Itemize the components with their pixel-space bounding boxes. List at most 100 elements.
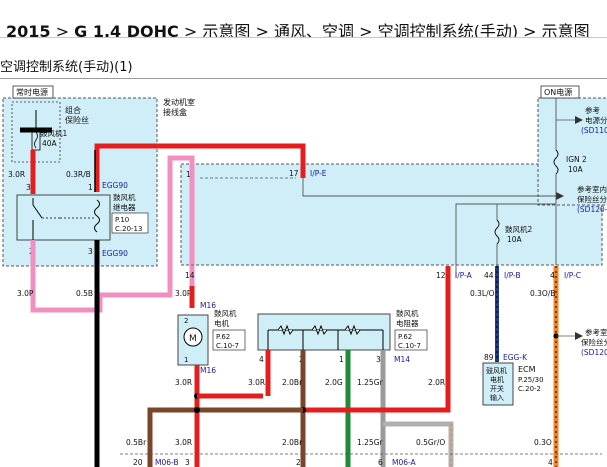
motor-symbol: M — [189, 334, 197, 344]
arrow-to-indoor-fuse — [556, 192, 564, 200]
crumb-schematic[interactable]: 示意图 — [202, 22, 251, 38]
connector-m14: M14 — [394, 355, 410, 364]
relay-name-2: 继电器 — [113, 202, 136, 212]
combo-fuse-label-2: 保险丝 — [65, 115, 89, 125]
combo-fuse-frame — [11, 101, 61, 163]
ecm-conn: C.20-2 — [518, 385, 541, 393]
resistor-conn: C.10-7 — [398, 342, 421, 350]
crumb-year[interactable]: 2015 — [6, 22, 51, 38]
wire-label-0-3rb: 0.3R/B — [66, 170, 91, 179]
pin-3d: 3 — [376, 355, 381, 364]
motor-page: P.62 — [216, 333, 230, 341]
engine-box-label-1: 发动机室 — [163, 97, 195, 107]
motor-name-2: 电机 — [214, 318, 229, 328]
power-on-label: ON电源 — [544, 87, 572, 97]
power-on-tag — [540, 85, 580, 99]
relay-name-1: 鼓风机 — [113, 192, 136, 202]
relay-coil-icon — [94, 199, 100, 233]
motor-conn: C.10-7 — [216, 342, 239, 350]
wire-label-3-0r-a: 3.0R — [8, 170, 25, 179]
ref-power-1: 参考 — [585, 105, 600, 115]
pin-3a: 3 — [26, 183, 31, 192]
relay-switch-icon — [32, 204, 43, 219]
wire-label-2-0br-b: 2.0Br — [282, 438, 303, 447]
blower-motor — [177, 314, 209, 366]
crumb-sep: > — [359, 22, 373, 38]
fuse1-symbol — [31, 129, 41, 151]
pin-89: 89 — [484, 353, 494, 362]
resistor-element-3 — [344, 324, 361, 336]
wire-brown-bus — [147, 407, 303, 467]
crumb-sep: > — [255, 22, 269, 38]
resistor-element-2 — [311, 324, 328, 336]
fuse1-name: 鼓风机1 — [40, 128, 67, 138]
power-always-tag — [12, 85, 54, 99]
wire-label-2-0r: 2.0R — [428, 378, 445, 387]
wire-red-bus — [303, 396, 451, 413]
pin-12: 12 — [436, 271, 446, 280]
crumb-schematic-current[interactable]: 示意图 — [541, 22, 590, 38]
engine-junction-box-ext — [180, 163, 603, 266]
crumb-sep: > — [183, 22, 198, 38]
wire-label-0-3o: 0.3O — [534, 438, 552, 447]
indoor-fuse-box — [537, 97, 607, 206]
connector-m06-a: M06-A — [392, 458, 417, 467]
pin-4a: 4 — [550, 271, 555, 280]
wire-label-3-0p-b: 3.0P — [175, 289, 192, 298]
crumb-sep: > — [523, 22, 537, 38]
crumb-ac-manual[interactable]: 空调控制系统(手动) — [377, 22, 519, 38]
connector-ip-a: I/P-A — [455, 271, 473, 280]
connector-egg90: EGG90 — [102, 181, 128, 190]
pin-44: 44 — [484, 271, 494, 280]
fuse1-amp: 40A — [42, 139, 58, 148]
connector-ip-b: I/P-B — [504, 271, 521, 280]
ecm-switch-l3: 开关 — [490, 384, 504, 393]
pin-2b: 2 — [184, 317, 188, 325]
ign2-amp: 10A — [568, 165, 584, 174]
connector-m06-b: M06-B — [155, 458, 179, 467]
crumb-hvac[interactable]: 通风、空调 — [273, 22, 354, 38]
ecm-label: ECM — [518, 365, 536, 374]
pin-1d: 1 — [339, 355, 344, 364]
pin-2e: 2 — [296, 458, 301, 467]
wiring-diagram: 常时电源 ON电源 组合 保险丝 发动机室 接线盒 鼓风机1 40A 3.0R … — [2, 85, 607, 467]
connector-egg90b: EGG90 — [102, 249, 128, 258]
crumb-engine[interactable]: G 1.4 DOHC — [74, 22, 179, 38]
power-always-label: 常时电源 — [16, 87, 48, 97]
wire-relay-to-17 — [94, 143, 306, 192]
pin-1c: 1 — [184, 356, 188, 364]
wire-label-0-3lo: 0.3L/O — [470, 289, 495, 298]
pin-17: 17 — [289, 169, 299, 178]
pin-14: 14 — [185, 271, 195, 280]
wire-label-3-0p-a: 3.0P — [17, 289, 34, 298]
wire-label-0-5br: 0.5Br — [126, 438, 147, 447]
wire-label-3-0r-b: 3.0R — [175, 378, 192, 387]
pin-3b: 3 — [88, 247, 93, 256]
pin-4c: 4 — [548, 458, 553, 467]
ecm-switch-l1: 鼓风机 — [486, 366, 507, 375]
ecm-switch-l2: 电机 — [490, 375, 504, 384]
ref-fuse-b-3: (SD120- — [581, 348, 607, 357]
combo-fuse-label-1: 组合 — [65, 105, 81, 115]
wire-label-1-25gr-a: 1.25Gr — [357, 378, 384, 387]
wire-label-2-0g: 2.0G — [325, 378, 343, 387]
ecm-page: P.25/30 — [518, 376, 544, 384]
wire-label-1-25gr-b: 1.25Gr — [357, 438, 384, 447]
connector-m16-b: M16 — [200, 366, 216, 375]
wire-pink-relay-motor — [30, 155, 195, 313]
ref-power-3: (SD110 — [581, 126, 607, 135]
ref-fuse-a-3: (SD120- — [577, 205, 607, 214]
resistor-page: P.62 — [398, 333, 412, 341]
relay-page: P.10 — [115, 216, 129, 224]
motor-name-1: 鼓风机 — [214, 308, 237, 318]
ref-power-2: 电源分 — [585, 115, 607, 125]
pin-6: 6 — [378, 458, 383, 467]
wire-label-3-0r-d: 3.0R — [175, 438, 192, 447]
fuse2-name: 鼓风机2 — [505, 224, 532, 234]
pin-20: 20 — [133, 458, 143, 467]
pin-1b: 1 — [186, 170, 191, 179]
ecm-switch-input — [482, 362, 514, 406]
wire-label-2-0br-a: 2.0Br — [282, 378, 303, 387]
ign2-name: IGN 2 — [566, 155, 587, 164]
pin-1a: 1 — [88, 183, 93, 192]
